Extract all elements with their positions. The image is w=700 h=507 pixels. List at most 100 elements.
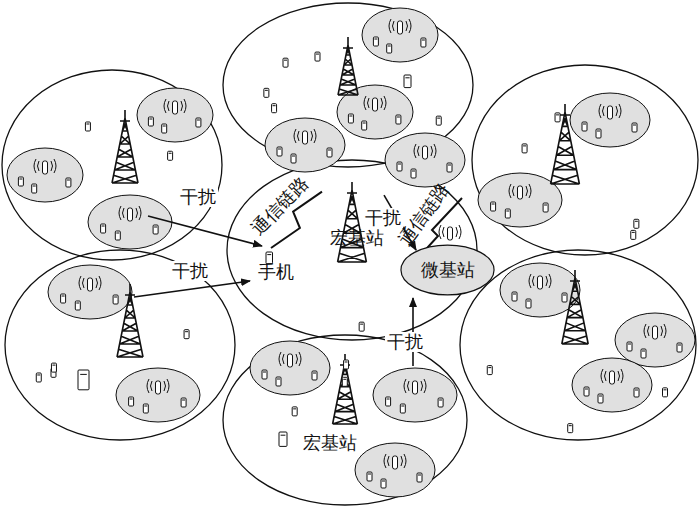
antenna-wave: [439, 225, 461, 239]
phone-icon: [262, 370, 267, 379]
phone-icon: [36, 373, 41, 382]
phone-icon: [196, 118, 201, 127]
phone-screen: [114, 297, 117, 298]
phone-icon: [522, 144, 527, 153]
phone-icon: [526, 299, 531, 308]
phone-icon: [312, 371, 317, 380]
phone-icon: [491, 202, 496, 211]
phone-icon: [396, 115, 401, 124]
node-label: 宏基站: [303, 432, 357, 454]
phone-screen: [267, 254, 271, 255]
antenna: [373, 98, 378, 111]
antenna: [413, 381, 418, 394]
phone-screen: [265, 90, 268, 91]
phone-icon: [61, 294, 66, 303]
small-cell: [615, 313, 695, 367]
phone-icon: [181, 398, 186, 407]
phone-icon: [505, 209, 510, 218]
phone-screen: [635, 390, 638, 391]
phone-screen: [37, 374, 40, 375]
phone-screen: [363, 123, 366, 124]
annotation-label: 干扰: [170, 261, 210, 281]
phone-screen: [544, 205, 547, 206]
phone-icon: [596, 129, 601, 138]
phone-screen: [597, 131, 600, 132]
phone-screen: [523, 145, 526, 146]
antenna-wave: [164, 99, 186, 113]
phone-icon: [568, 424, 573, 433]
phone-icon: [279, 432, 287, 446]
phone-screen: [583, 124, 586, 125]
phone-screen: [506, 211, 509, 212]
phone-screen: [569, 425, 572, 426]
phone-icon: [417, 473, 422, 482]
phone-icon: [264, 88, 269, 97]
small-cell: [572, 358, 652, 412]
phone-screen: [80, 374, 87, 375]
phone-screen: [86, 123, 89, 124]
antenna: [288, 354, 293, 367]
phone-icon: [562, 293, 567, 302]
phone-screen: [130, 399, 133, 400]
phone-icon: [411, 169, 416, 178]
small-cell: [7, 148, 83, 202]
small-cell: [137, 88, 213, 142]
phone-screen: [116, 233, 119, 234]
phone-icon: [447, 163, 452, 172]
phone-icon: [327, 148, 332, 157]
phone-screen: [397, 117, 400, 118]
phone-icon: [113, 295, 118, 304]
antenna-wave: [644, 324, 666, 338]
phone-icon: [85, 122, 90, 131]
station-node: 手机: [248, 248, 294, 296]
antenna: [538, 276, 543, 289]
phone-screen: [154, 227, 157, 228]
antenna-wave: [294, 129, 316, 143]
phone-icon: [397, 162, 402, 171]
phone-icon: [555, 113, 560, 122]
phone-icon: [381, 479, 386, 488]
phone-screen: [197, 120, 200, 121]
phone-icon: [582, 122, 587, 131]
node-label: 微基站: [421, 259, 475, 281]
phone-screen: [277, 379, 280, 380]
phone-screen: [635, 221, 638, 222]
phone-icon: [291, 154, 296, 163]
phone-icon: [487, 366, 492, 375]
micro-cell-shape: [401, 245, 494, 295]
station-node: 宏基站: [322, 180, 384, 296]
phone-icon: [276, 377, 281, 386]
edge-label: 通信链路: [246, 172, 313, 241]
phone-screen: [19, 179, 22, 180]
small-cell: [362, 8, 438, 62]
phone-screen: [664, 389, 667, 390]
antenna: [43, 161, 48, 174]
phone-screen: [284, 60, 287, 61]
phone-screen: [368, 474, 371, 475]
antenna-wave: [529, 274, 551, 288]
annotation-label: 干扰: [178, 187, 218, 207]
phone-screen: [144, 406, 147, 407]
phone-icon: [627, 342, 632, 351]
macro-tower: [338, 37, 358, 95]
phone-icon: [115, 231, 120, 240]
phone-icon: [373, 37, 378, 46]
phone-icon: [598, 394, 603, 403]
phone-icon: [153, 225, 158, 234]
antenna-wave: [384, 454, 406, 468]
phone-icon: [634, 388, 639, 397]
node-label: 宏基站: [330, 227, 384, 249]
macro-tower: [112, 110, 138, 183]
phone-icon: [78, 370, 89, 390]
phone-screen: [273, 105, 276, 106]
macro-cell: [472, 65, 698, 255]
phone-icon: [404, 75, 411, 88]
antenna-wave: [509, 184, 531, 198]
phone-icon: [362, 121, 367, 130]
small-cell: [373, 368, 457, 422]
antenna-wave: [599, 104, 621, 118]
phone-icon: [148, 117, 153, 126]
phone-icon: [18, 177, 23, 186]
phone-icon: [184, 330, 189, 339]
phone-screen: [169, 153, 172, 154]
